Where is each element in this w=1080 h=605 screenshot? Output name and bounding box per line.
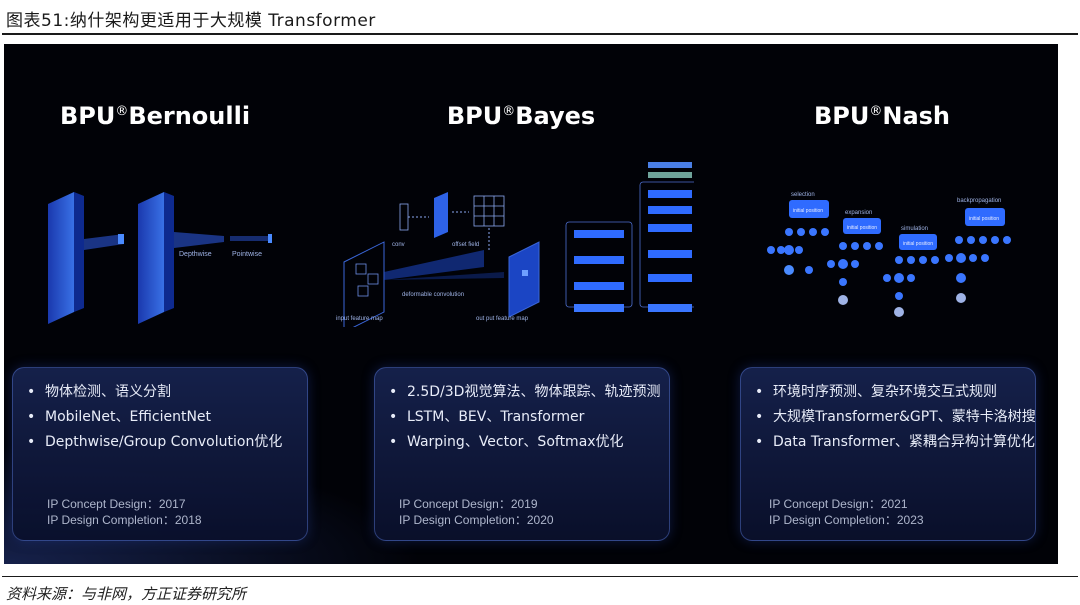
conv-kernel xyxy=(399,203,409,231)
offset-field xyxy=(434,192,448,238)
feature-item: •LSTM、BEV、Transformer xyxy=(389,409,585,425)
figure-title: 图表51:纳什架构更适用于大规模 Transformer xyxy=(6,11,376,31)
label-simulation: simulation xyxy=(901,226,928,232)
label-initial-position-2: initial position xyxy=(847,225,877,231)
sample-box-2 xyxy=(367,273,379,285)
block-2 xyxy=(138,192,164,324)
block-1-side xyxy=(74,192,84,312)
label-depthwise: Depthwise xyxy=(179,251,212,258)
label-initial-position-3: initial position xyxy=(903,241,933,247)
design-completion-date: IP Design Completion：2018 xyxy=(47,513,202,527)
title-bernoulli: BPU®Bernoulli xyxy=(59,102,251,130)
title-nash: BPU®Nash xyxy=(813,102,951,130)
feature-item: •Data Transformer、紧耦合异构计算优化 xyxy=(755,434,1035,450)
tree-selection: initial position xyxy=(767,200,829,275)
label-initial-position-4: initial position xyxy=(969,216,999,222)
title-bayes: BPU®Bayes xyxy=(446,102,596,130)
dark-panel: BPU®Bernoulli BPU®Bayes BPU®Nash Depthwi… xyxy=(4,44,1058,564)
label-deformable-convolution: deformable convolution xyxy=(402,292,464,298)
label-input-feature-map: input feature map xyxy=(336,316,383,322)
label-output-feature-map: out put feature map xyxy=(476,316,529,322)
concept-design-date: IP Concept Design：2021 xyxy=(769,497,908,511)
label-pointwise: Pointwise xyxy=(232,251,262,258)
label-selection: selection xyxy=(791,192,815,198)
design-completion-date: IP Design Completion：2023 xyxy=(769,513,924,527)
label-expansion: expansion xyxy=(845,210,872,216)
beam-1 xyxy=(84,234,124,250)
offset-grid xyxy=(473,195,505,227)
ip-dates: IP Concept Design：2019 IP Design Complet… xyxy=(399,496,554,528)
feature-item: •Depthwise/Group Convolution优化 xyxy=(27,434,283,450)
feature-item: •2.5D/3D视觉算法、物体跟踪、轨迹预测 xyxy=(389,384,661,400)
input-feature-map xyxy=(343,241,385,327)
tree-backpropagation: initial position xyxy=(945,208,1011,303)
feature-item: •MobileNet、EfficientNet xyxy=(27,409,212,425)
feature-item: •大规模Transformer&GPT、蒙特卡洛树搜 xyxy=(755,409,1036,425)
bernoulli-depthwise-diagram: Depthwise Pointwise xyxy=(48,192,272,324)
feature-item: •Warping、Vector、Softmax优化 xyxy=(389,434,624,450)
card-bernoulli: •物体检测、语义分割 •MobileNet、EfficientNet •Dept… xyxy=(12,367,308,541)
concept-design-date: IP Concept Design：2019 xyxy=(399,497,538,511)
label-initial-position-1: initial position xyxy=(793,208,823,214)
title-rule xyxy=(2,33,1078,35)
bayes-deformable-diagram: conv offset field deformable convolution… xyxy=(336,162,694,327)
ip-dates: IP Concept Design：2021 IP Design Complet… xyxy=(769,496,924,528)
tree-expansion: initial position xyxy=(827,218,883,305)
label-conv: conv xyxy=(392,242,405,248)
beam-2 xyxy=(174,232,224,248)
label-backpropagation: backpropagation xyxy=(957,198,1001,204)
card-bayes: •2.5D/3D视觉算法、物体跟踪、轨迹预测 •LSTM、BEV、Transfo… xyxy=(374,367,670,541)
output-point xyxy=(522,270,528,276)
transformer-stack xyxy=(565,162,694,312)
nash-mcts-diagram: selection expansion simulation backpropa… xyxy=(767,192,1011,317)
block-2-side xyxy=(164,192,174,312)
ip-dates: IP Concept Design：2017 IP Design Complet… xyxy=(47,496,202,528)
concept-design-date: IP Concept Design：2017 xyxy=(47,497,186,511)
label-offset-field: offset field xyxy=(452,242,479,248)
block-1 xyxy=(48,192,74,324)
tree-simulation: initial position xyxy=(883,234,939,317)
filter-2 xyxy=(268,234,272,243)
sample-box-3 xyxy=(357,285,369,297)
design-completion-date: IP Design Completion：2020 xyxy=(399,513,554,527)
source-note: 资料来源：与非网，方正证券研究所 xyxy=(6,585,247,603)
sample-box-1 xyxy=(355,263,367,275)
output-feature-map xyxy=(508,241,540,318)
source-rule xyxy=(2,576,1078,577)
projection-beam xyxy=(384,272,504,280)
beam-3 xyxy=(230,236,270,241)
conv-beam xyxy=(384,250,484,280)
filter-1 xyxy=(118,234,124,244)
feature-item: •环境时序预测、复杂环境交互式规则 xyxy=(755,384,997,400)
card-nash: •环境时序预测、复杂环境交互式规则 •大规模Transformer&GPT、蒙特… xyxy=(740,367,1036,541)
feature-item: •物体检测、语义分割 xyxy=(27,384,171,400)
